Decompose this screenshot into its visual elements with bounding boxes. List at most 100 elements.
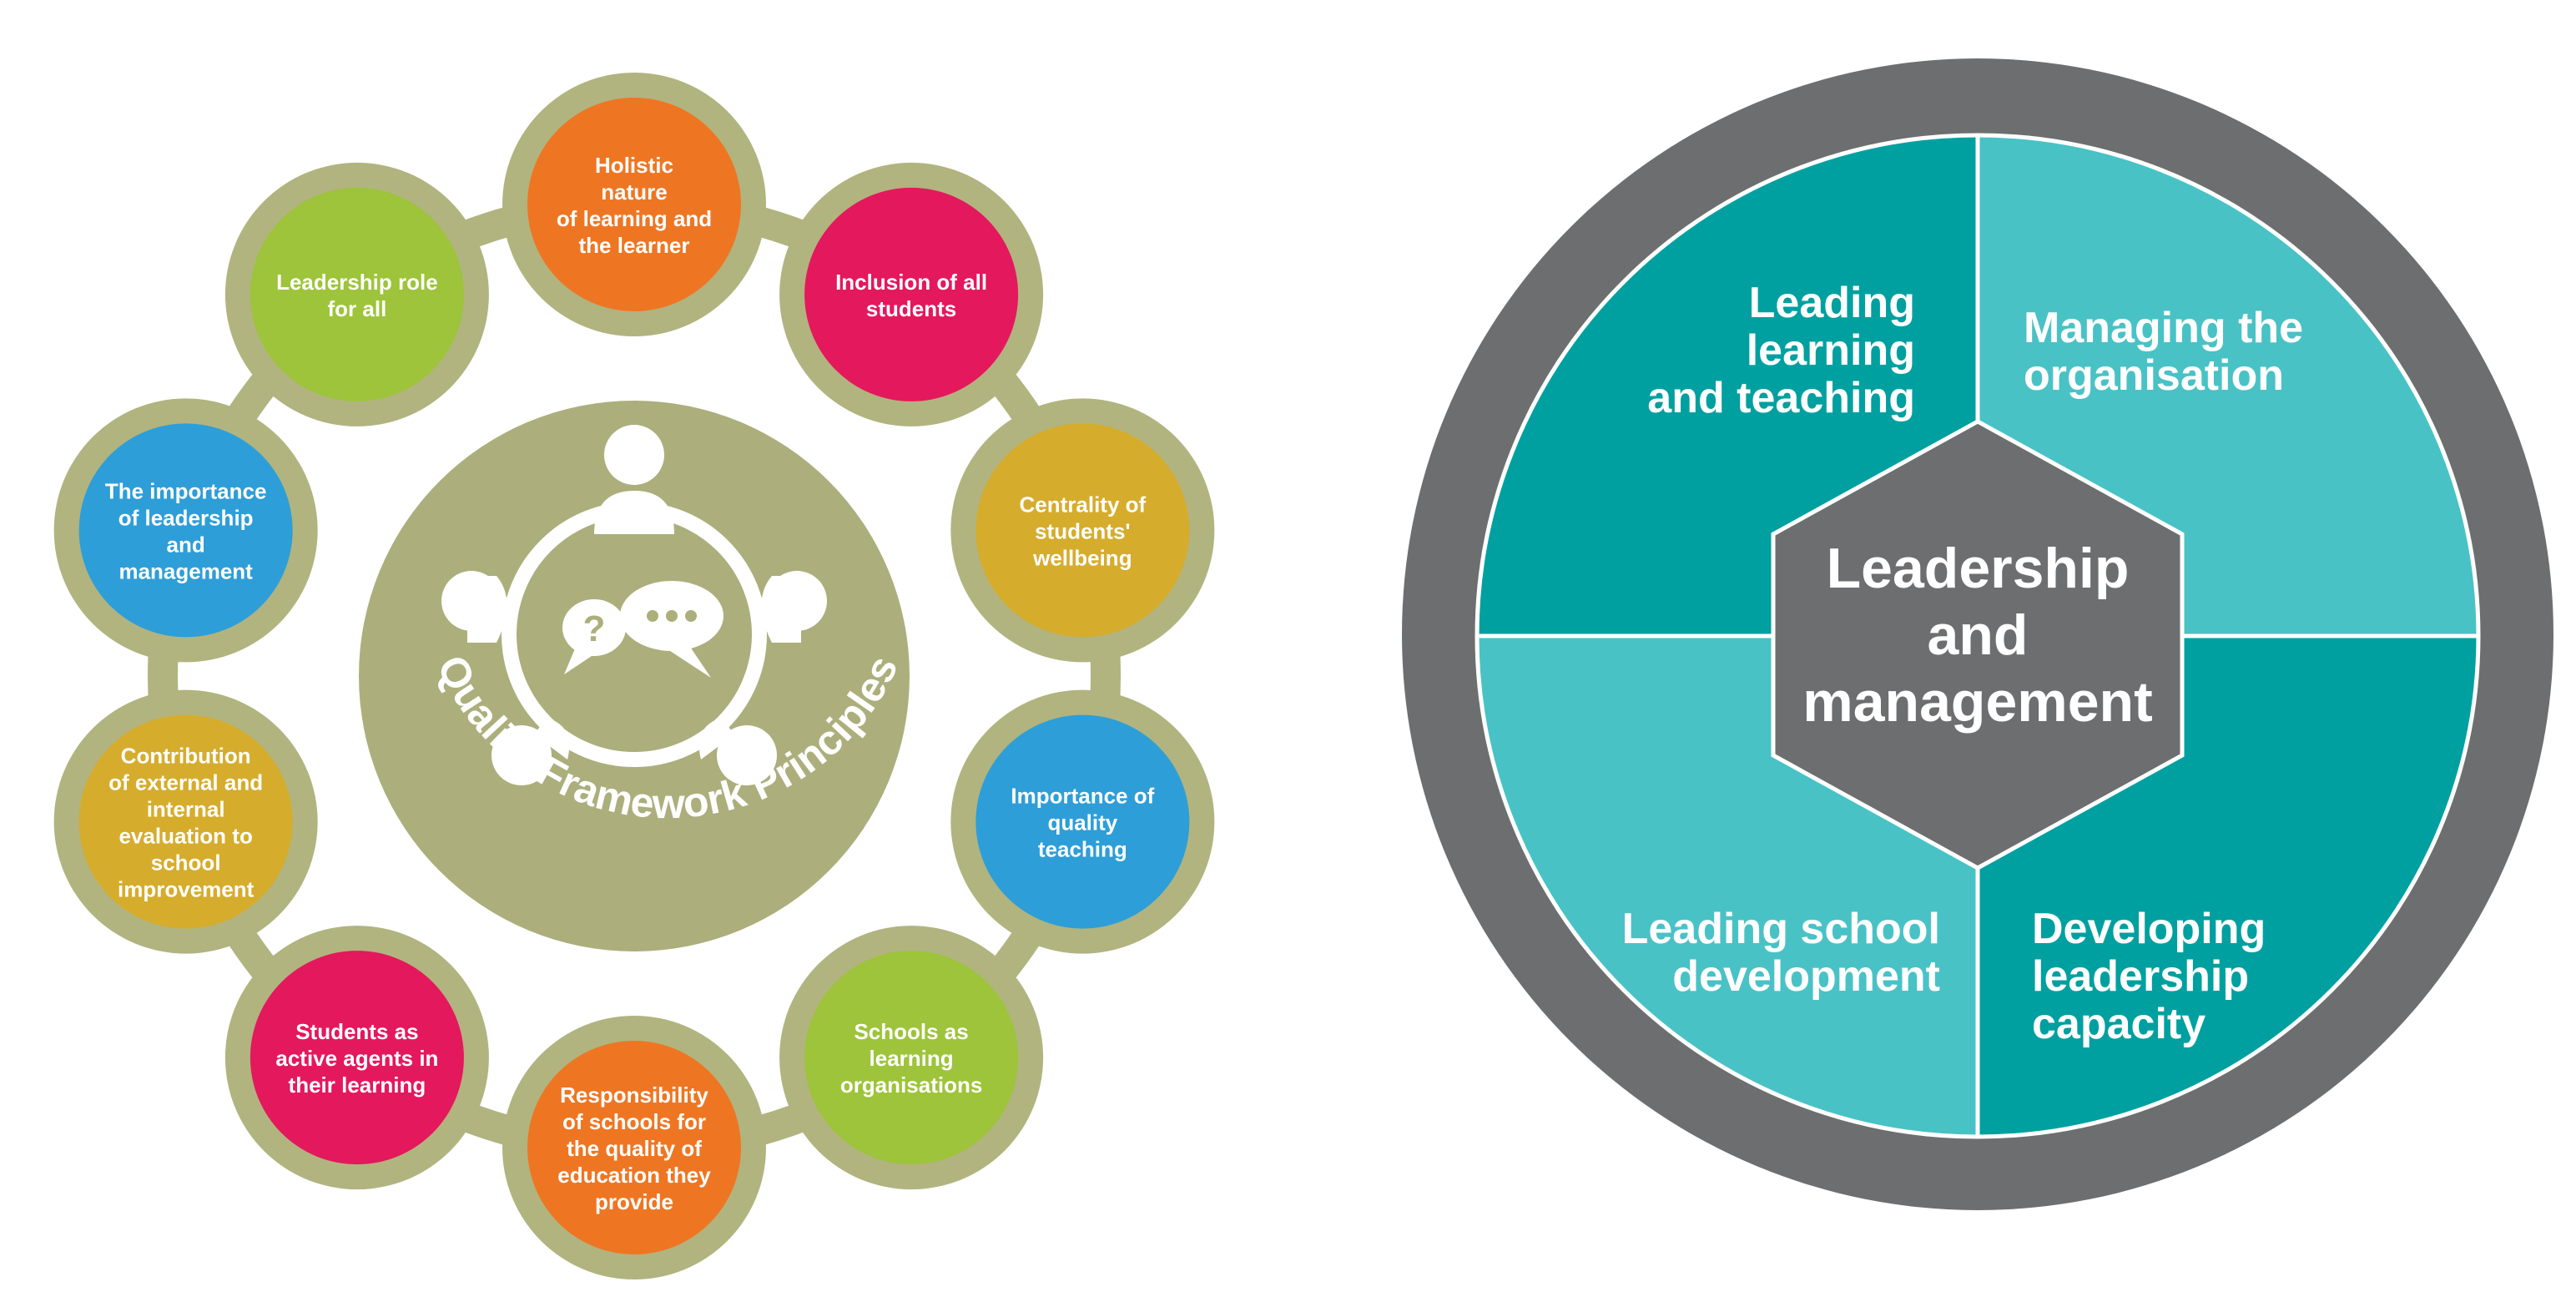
quadrant-label-line: capacity xyxy=(2032,1000,2205,1048)
principle-label-line: of learning and xyxy=(557,206,712,231)
principle-label-line: Centrality of xyxy=(1020,492,1147,517)
principle-label-line: of schools for xyxy=(562,1109,706,1134)
quadrant-label-line: Leading school xyxy=(1622,905,1940,953)
person-icon xyxy=(594,425,674,534)
principle-label-line: wellbeing xyxy=(1032,545,1132,570)
person-icon xyxy=(441,571,507,643)
quadrant-label-line: Developing xyxy=(2032,905,2266,953)
person-icon xyxy=(492,718,570,785)
principle-label-line: the quality of xyxy=(567,1136,702,1161)
principle-label-line: of external and xyxy=(108,770,263,795)
principle-label-line: their learning xyxy=(289,1072,426,1098)
principle-label-line: education they xyxy=(557,1163,711,1188)
principle-node-fill xyxy=(527,1041,741,1254)
quadrant-label-line: Leading xyxy=(1749,279,1915,327)
principle-label-line: students' xyxy=(1035,518,1131,543)
principle-label-line: of leadership xyxy=(118,505,254,530)
person-icon xyxy=(698,718,777,785)
center-disc xyxy=(359,401,910,951)
principle-label-line: Holistic xyxy=(595,153,673,178)
principle-label-line: Schools as xyxy=(854,1019,968,1044)
principle-label-line: Contribution xyxy=(121,744,251,769)
principle-label-line: The importance xyxy=(105,478,267,503)
principle-label-line: active agents in xyxy=(275,1046,438,1071)
principle-label-line: and xyxy=(167,532,205,557)
principle-label-line: evaluation to xyxy=(118,824,252,849)
principle-node-fill xyxy=(527,98,741,311)
principle-label-line: school xyxy=(151,850,221,876)
principle-label-line: improvement xyxy=(118,877,255,902)
principle-label-line: students xyxy=(866,296,956,321)
principle-label-line: Inclusion of all xyxy=(835,270,987,295)
principle-node-fill xyxy=(804,187,1019,401)
principle-node-fill xyxy=(975,714,1190,929)
principle-label-line: teaching xyxy=(1038,837,1127,862)
principle-label-line: Responsibility xyxy=(560,1083,708,1108)
principle-label-line: Importance of xyxy=(1011,784,1154,809)
principle-node-fill xyxy=(975,423,1190,638)
principle-label-line: internal xyxy=(147,797,225,822)
principle-node-fill xyxy=(78,423,293,638)
principle-node-fill xyxy=(250,187,464,401)
person-icon xyxy=(761,571,827,643)
principle-label-line: the learner xyxy=(579,233,690,258)
quadrant-label-line: learning xyxy=(1747,326,1915,375)
center-hexagon xyxy=(1771,419,2185,871)
principle-node-fill xyxy=(250,951,464,1165)
center-label-line: and xyxy=(1928,603,2029,667)
principle-label-line: for all xyxy=(328,296,387,321)
principle-label-line: quality xyxy=(1047,810,1117,835)
quadrant-label-line: development xyxy=(1672,952,1940,1001)
quadrant-label-line: organisation xyxy=(2024,351,2284,400)
principle-label-line: organisations xyxy=(840,1072,982,1098)
quadrant-label-line: Managing the xyxy=(2024,304,2303,352)
principle-label-line: learning xyxy=(870,1046,954,1071)
center-label-line: management xyxy=(1802,670,2152,734)
center-label-line: Leadership xyxy=(1827,537,2130,600)
team-discussion-icon: ? xyxy=(441,425,827,785)
speech-bubble-icon: ? xyxy=(562,599,626,674)
chat-bubble-icon xyxy=(620,581,723,678)
principle-node-fill xyxy=(804,951,1019,1165)
principle-node-fill xyxy=(78,714,293,929)
quadrant-label-line: leadership xyxy=(2032,952,2249,1001)
svg-text:?: ? xyxy=(583,608,606,649)
principle-label-line: nature xyxy=(601,179,667,204)
principle-label-line: management xyxy=(118,558,253,583)
quadrant-label-line: and teaching xyxy=(1647,374,1915,422)
principle-label-line: Leadership role xyxy=(276,270,438,295)
principle-label-line: provide xyxy=(595,1189,673,1214)
